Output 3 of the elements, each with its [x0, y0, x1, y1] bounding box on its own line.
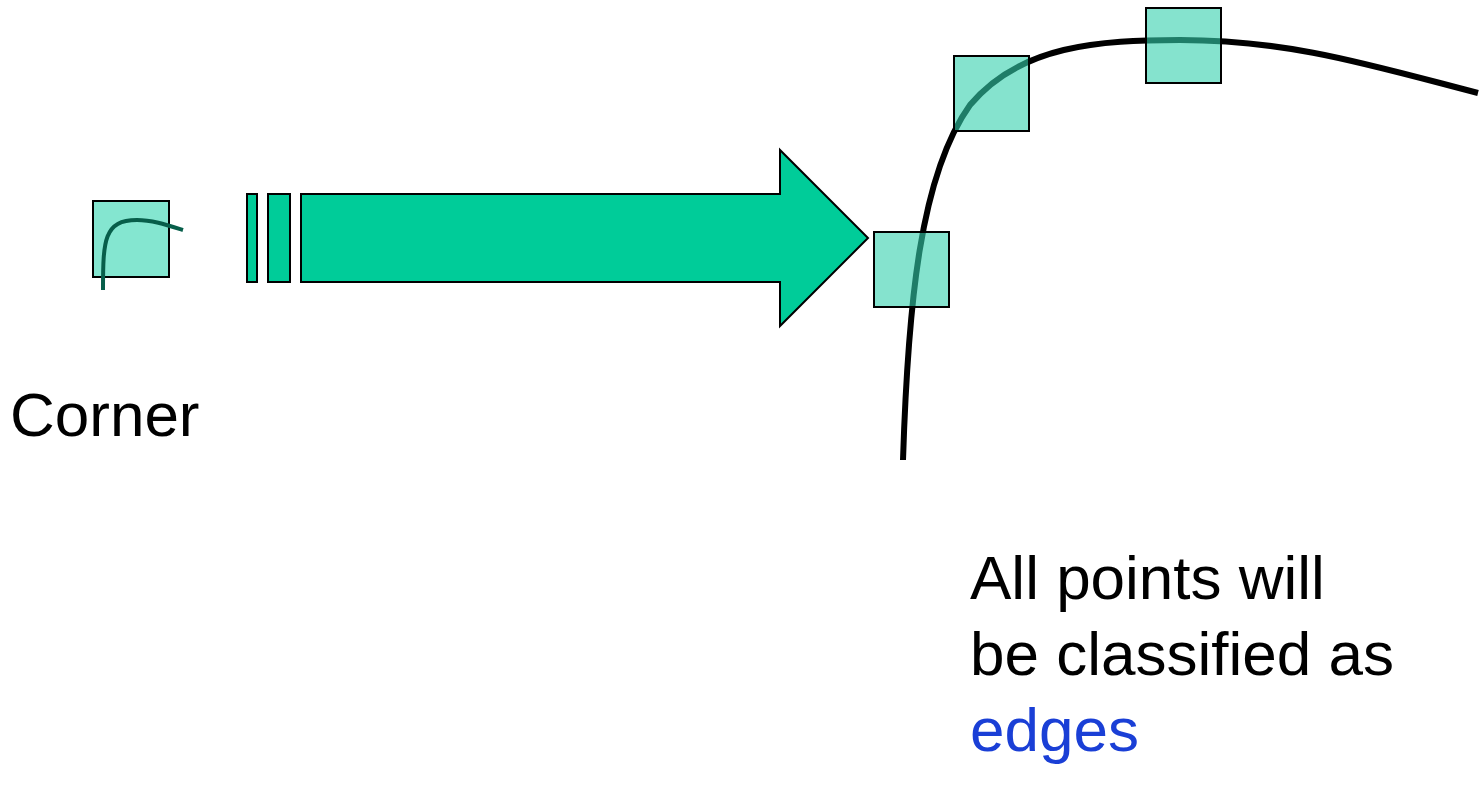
block-arrow: [246, 147, 870, 329]
note-text: All points will be classified as edges: [970, 542, 1395, 766]
node-label: Corner: [10, 379, 200, 451]
